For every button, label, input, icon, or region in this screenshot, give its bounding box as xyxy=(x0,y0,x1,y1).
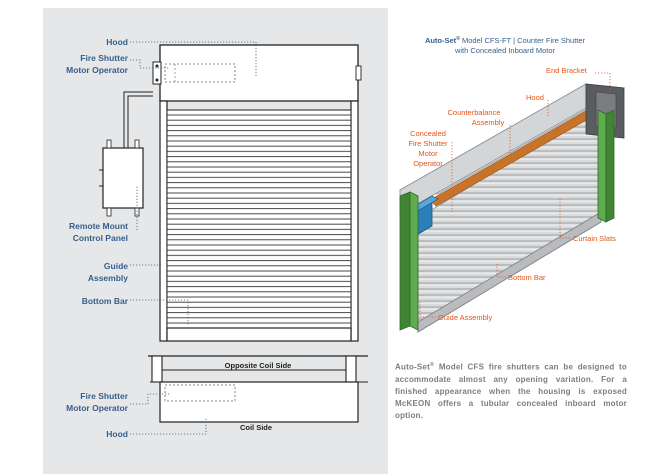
front-elevation xyxy=(99,41,362,342)
iso-guide-right xyxy=(597,109,607,223)
label-curtain-slats: Curtain Slats xyxy=(573,234,616,243)
label-bottom-bar-3d: Bottom Bar xyxy=(508,273,546,282)
label-concealed-4: Operator xyxy=(413,159,443,168)
label-guide-2: Assembly xyxy=(88,273,128,283)
curtain-slats xyxy=(166,109,352,329)
label-counterbalance-2: Assembly xyxy=(472,118,505,127)
label-concealed-2: Fire Shutter xyxy=(408,139,448,148)
hood-box xyxy=(159,44,359,102)
label-hood-3d: Hood xyxy=(526,93,544,102)
plan-hood xyxy=(159,381,359,423)
label-guide-assembly: Guide Assembly xyxy=(438,313,492,322)
guide-rail-left xyxy=(159,100,168,342)
control-wiring xyxy=(123,91,153,148)
label-motor-top-2: Motor Operator xyxy=(66,65,129,75)
description-paragraph: Auto-Set® Model CFS fire shutters can be… xyxy=(395,362,627,420)
label-concealed-3: Motor xyxy=(418,149,438,158)
label-hood-bottom: Hood xyxy=(106,429,128,439)
right-leaders xyxy=(419,72,611,318)
label-bottom-bar: Bottom Bar xyxy=(82,296,129,306)
label-counterbalance-1: Counterbalance xyxy=(448,108,501,117)
guide-rail-right xyxy=(350,100,359,342)
leader-hood-top xyxy=(130,41,257,76)
label-motor-top-1: Fire Shutter xyxy=(80,53,128,63)
figure-title-line1: Auto-Set® Model CFS-FT | Counter Fire Sh… xyxy=(425,35,586,45)
left-labels: Hood Fire Shutter Motor Operator Remote … xyxy=(66,37,129,439)
label-end-bracket: End Bracket xyxy=(546,66,588,75)
label-hood-top: Hood xyxy=(106,37,128,47)
figure-title-line2: with Concealed Inboard Motor xyxy=(454,46,556,55)
isometric-shutter xyxy=(398,83,626,333)
iso-guide-left xyxy=(399,191,411,331)
label-panel-1: Remote Mount xyxy=(69,221,128,231)
label-motor-bottom-1: Fire Shutter xyxy=(80,391,128,401)
plan-view xyxy=(130,355,368,435)
motor-operator-bottom xyxy=(164,384,236,402)
label-concealed-1: Concealed xyxy=(410,129,446,138)
remote-control-panel xyxy=(102,147,144,209)
right-labels: End Bracket Hood Counterbalance Assembly… xyxy=(408,66,616,322)
label-panel-2: Control Panel xyxy=(73,233,128,243)
label-coil-side: Coil Side xyxy=(240,423,272,432)
bottom-bar xyxy=(166,327,352,342)
label-motor-bottom-2: Motor Operator xyxy=(66,403,129,413)
motor-bracket xyxy=(152,61,162,85)
label-opposite-coil-side: Opposite Coil Side xyxy=(225,361,292,370)
label-guide-1: Guide xyxy=(104,261,128,271)
